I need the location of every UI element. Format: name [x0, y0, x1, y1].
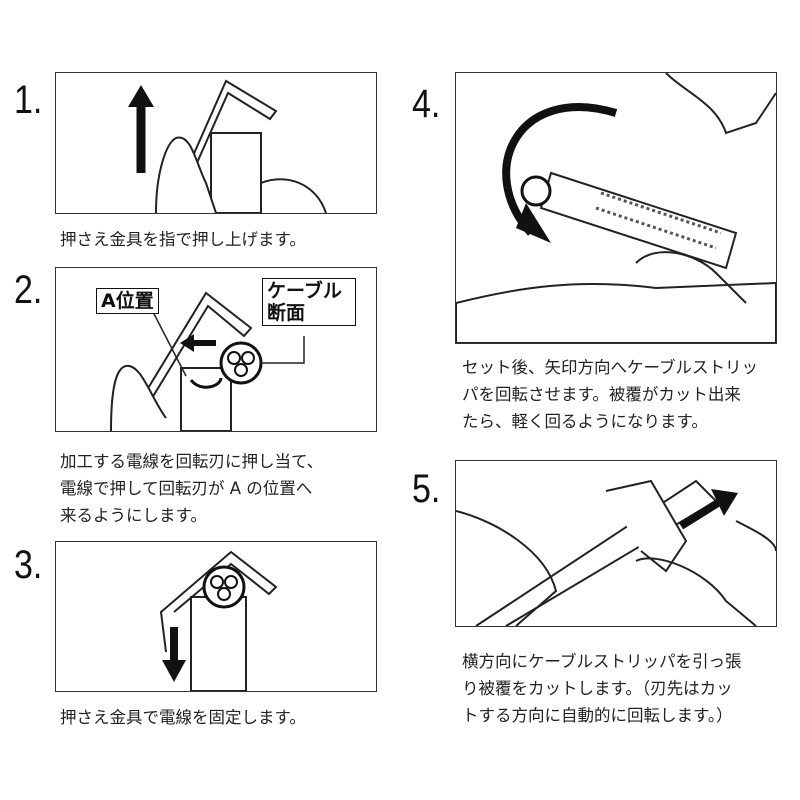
step-number-3: 3. — [14, 543, 43, 587]
step-5-caption: 横方向にケーブルストリッパを引っ張 り被覆をカットします。（刃先はカッ トする方… — [462, 652, 742, 725]
right-arrow-icon — [711, 489, 738, 516]
step-2-caption: 加工する電線を回転刃に押し当て、 電線で押して回転刃が A の位置へ 来るように… — [60, 452, 324, 525]
rotation-arrow-icon — [502, 103, 618, 236]
step-4-illustration — [455, 72, 777, 344]
step-3-illustration — [55, 541, 377, 692]
step-number-1: 1. — [14, 78, 43, 122]
step-4-caption: セット後、矢印方向へケーブルストリッ パを回転させます。被覆がカット出来 たら、… — [462, 358, 759, 431]
label-position-a: A位置 — [96, 288, 159, 314]
rotate-arrow-icon — [189, 377, 223, 389]
step-1-caption: 押さえ金具を指で押し上げます。 — [60, 230, 306, 249]
step-3-caption: 押さえ金具で電線を固定します。 — [60, 708, 306, 727]
left-arrow-icon — [180, 334, 194, 352]
step-5-illustration — [455, 460, 777, 627]
step-number-4: 4. — [412, 82, 441, 126]
up-arrow-icon — [128, 85, 154, 107]
step-2-illustration: A位置 ケーブル 断面 — [55, 267, 377, 432]
label-cable-section: ケーブル 断面 — [262, 278, 356, 326]
cable — [475, 479, 718, 626]
step-number-2: 2. — [14, 268, 43, 312]
down-arrow-icon — [162, 660, 186, 682]
step-number-5: 5. — [412, 467, 441, 511]
step-1-illustration — [55, 72, 377, 214]
